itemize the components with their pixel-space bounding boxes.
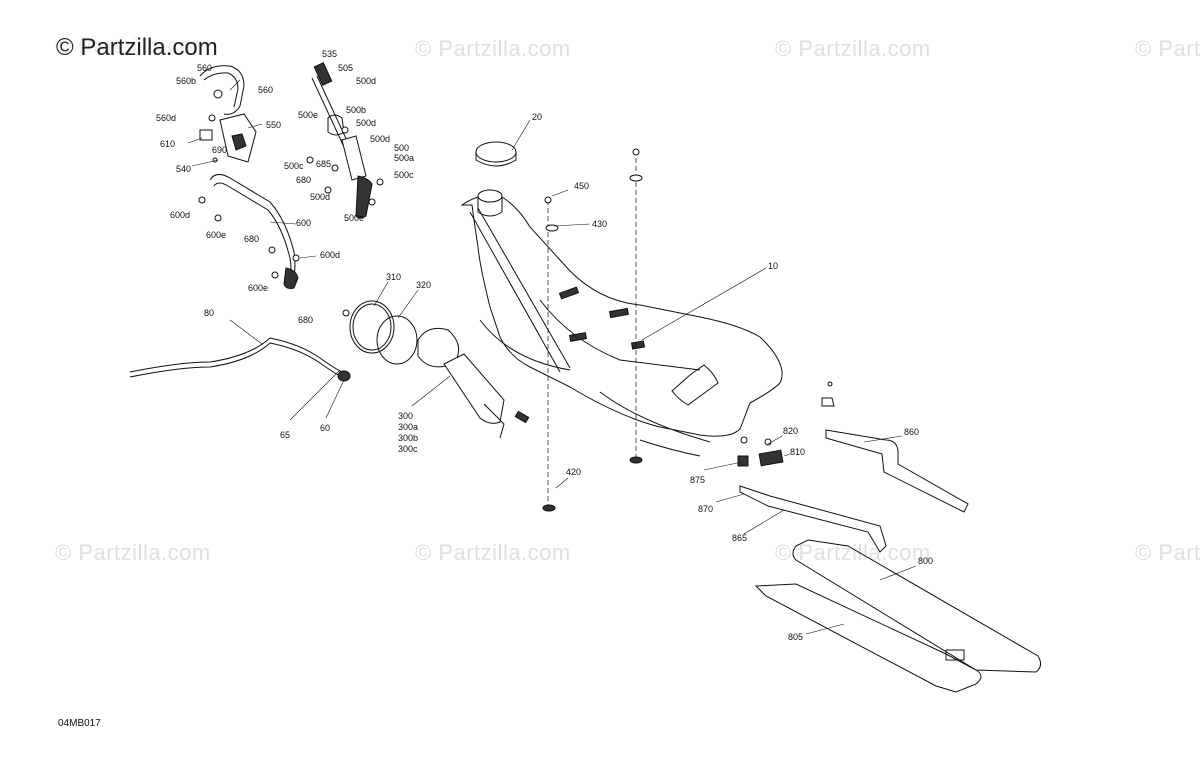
callout-600d: 600d <box>320 250 340 260</box>
watermark: © Partzilla.com <box>1135 36 1200 61</box>
callout-560b: 560b <box>176 76 196 86</box>
leader-lines <box>187 79 917 635</box>
callout-500d: 500d <box>370 134 390 144</box>
callout-300a: 300a <box>398 422 418 432</box>
callout-865: 865 <box>732 533 747 543</box>
callout-500d: 500d <box>310 192 330 202</box>
callout-310: 310 <box>386 272 401 282</box>
callout-680: 680 <box>244 234 259 244</box>
callout-600d: 600d <box>170 210 190 220</box>
callout-20: 20 <box>532 112 542 122</box>
callout-810: 810 <box>790 447 805 457</box>
callout-560: 560 <box>197 63 212 73</box>
fuel-line <box>129 337 351 382</box>
callout-500c: 500c <box>394 170 414 180</box>
callout-680: 680 <box>296 175 311 185</box>
callout-800: 800 <box>918 556 933 566</box>
watermark: © Partzilla.com <box>415 36 571 61</box>
callout-430: 430 <box>592 219 607 229</box>
callout-535: 535 <box>322 49 337 59</box>
callout-685: 685 <box>316 159 331 169</box>
watermark: © Partzilla.com <box>415 540 571 565</box>
callout-600e: 600e <box>206 230 226 240</box>
callout-870: 870 <box>698 504 713 514</box>
callout-540: 540 <box>176 164 191 174</box>
callout-600e: 600e <box>248 283 268 293</box>
callout-80: 80 <box>204 308 214 318</box>
callout-500b: 500b <box>346 105 366 115</box>
diagram-code: 04MB017 <box>58 718 101 729</box>
callout-500c: 500c <box>284 161 304 171</box>
watermark: © Partzilla.com <box>1135 540 1200 565</box>
callout-300c: 300c <box>398 444 418 454</box>
callout-600: 600 <box>296 218 311 228</box>
fuel-pump-module <box>342 300 530 439</box>
callout-320: 320 <box>416 280 431 290</box>
callout-690: 690 <box>212 145 227 155</box>
hose-cap-assembly <box>198 65 300 289</box>
watermark: © Partzilla.com <box>55 33 211 58</box>
filler-neck-assembly <box>306 62 384 219</box>
callout-805: 805 <box>788 632 803 642</box>
watermark: © Partzilla.com <box>775 540 931 565</box>
watermark: © Partzilla.com <box>55 540 211 565</box>
tank-pads <box>754 539 1042 693</box>
mounting-brackets <box>737 381 969 553</box>
callout-60: 60 <box>320 423 330 433</box>
callout-420: 420 <box>566 467 581 477</box>
callout-450: 450 <box>574 181 589 191</box>
callout-labels: 535 505 500d 500b 500e 500d 500d 500 500… <box>156 49 933 642</box>
callout-820: 820 <box>783 426 798 436</box>
callout-875: 875 <box>690 475 705 485</box>
brand-logo-text: © Partzilla.com <box>56 34 218 61</box>
callout-500a: 500a <box>394 153 414 163</box>
callout-860: 860 <box>904 427 919 437</box>
fuel-tank <box>460 141 783 512</box>
callout-560: 560 <box>258 85 273 95</box>
callout-500: 500 <box>394 143 409 153</box>
callout-10: 10 <box>768 261 778 271</box>
callout-500d: 500d <box>356 118 376 128</box>
callout-550: 550 <box>266 120 281 130</box>
callout-680: 680 <box>298 315 313 325</box>
callout-500d: 500d <box>356 76 376 86</box>
callout-505: 505 <box>338 63 353 73</box>
callout-500e: 500e <box>344 213 364 223</box>
callout-610: 610 <box>160 139 175 149</box>
callout-300b: 300b <box>398 433 418 443</box>
watermark: © Partzilla.com <box>775 36 931 61</box>
callout-300: 300 <box>398 411 413 421</box>
callout-65: 65 <box>280 430 290 440</box>
callout-500e: 500e <box>298 110 318 120</box>
callout-560d: 560d <box>156 113 176 123</box>
